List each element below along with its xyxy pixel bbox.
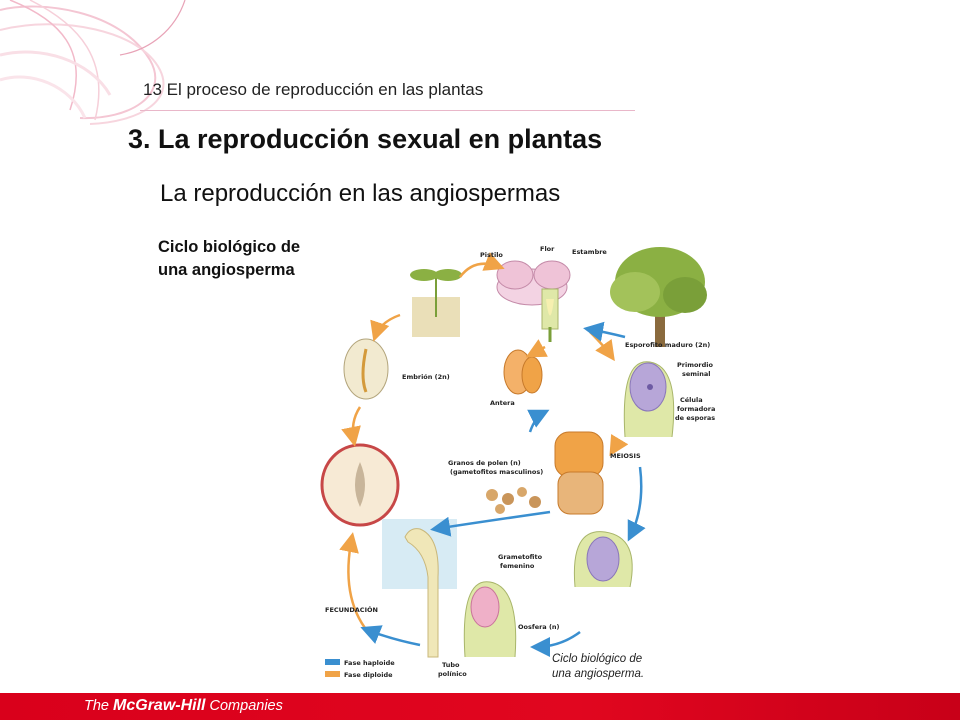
label-antera: Antera <box>490 399 515 407</box>
label-tubo-1: Tubo <box>442 661 460 669</box>
label-primordio-2: seminal <box>682 370 711 378</box>
label-granos-1: Granos de polen (n) <box>448 459 521 467</box>
apple-illustration <box>320 443 400 527</box>
label-celula-2: formadora <box>677 405 715 413</box>
label-oosfera: Oosfera (n) <box>518 623 560 631</box>
section-title: 3. La reproducción sexual en plantas <box>128 124 603 154</box>
figure-label-line1: Ciclo biológico de <box>158 238 301 256</box>
figure-label: Ciclo biológico de una angiosperma <box>158 236 338 282</box>
figure-caption-line2: una angiosperma. <box>552 668 645 680</box>
label-esporofito: Esporofito maduro (2n) <box>625 341 710 349</box>
label-embrion: Embrión (2n) <box>402 373 450 381</box>
label-estambre: Estambre <box>572 248 607 256</box>
label-gametofito-1: Grametofito <box>498 553 543 561</box>
label-tubo-2: polínico <box>438 670 467 678</box>
legend-diploid-swatch <box>325 671 340 677</box>
brand-main: McGraw-Hill <box>113 697 206 714</box>
seed-embryo-illustration <box>343 338 389 400</box>
label-flor: Flor <box>540 245 555 253</box>
figure-caption: Ciclo biológico de una angiosperma. <box>552 652 644 682</box>
female-gametophyte-illustration <box>573 531 633 588</box>
angiosperm-life-cycle-diagram: Pistilo Flor Estambre Esporofito maduro … <box>320 237 720 687</box>
decorative-swirl <box>0 0 186 125</box>
label-meiosis: MEIOSIS <box>610 452 641 460</box>
label-celula-3: de esporas <box>675 414 715 422</box>
subsection-title: La reproducción en las angiospermas <box>160 180 561 207</box>
legend-haploid-label: Fase haploide <box>344 659 395 667</box>
label-fecundacion: FECUNDACIÓN <box>325 605 378 614</box>
anther-illustration <box>503 349 543 395</box>
pollen-sacs-illustration <box>554 431 604 515</box>
legend-diploid-label: Fase diploide <box>344 671 393 679</box>
label-celula-1: Célula <box>680 396 703 404</box>
tree-illustration <box>610 247 707 347</box>
phase-legend: Fase haploide Fase diploide <box>325 659 395 679</box>
figure-label-line2: una angiosperma <box>158 261 295 279</box>
brand-suffix: Companies <box>205 698 283 714</box>
label-primordio-1: Primordio <box>677 361 714 369</box>
cycle-arrows-diploid <box>339 252 629 633</box>
cycle-arrows-haploid <box>360 321 646 657</box>
chapter-title: 13 El proceso de reproducción en las pla… <box>143 80 484 99</box>
figure-caption-line1: Ciclo biológico de <box>552 653 643 665</box>
label-pistilo: Pistilo <box>480 251 503 259</box>
chapter-divider <box>140 110 635 111</box>
label-granos-2: (gametofitos masculinos) <box>450 468 543 476</box>
label-gametofito-2: femenino <box>500 562 535 570</box>
flower-illustration <box>496 260 571 342</box>
ovule-primordium-illustration <box>623 361 675 438</box>
publisher-logo: The McGraw-Hill Companies <box>84 697 283 715</box>
pollen-grains-illustration <box>486 487 541 514</box>
seedling-illustration <box>410 269 462 337</box>
footer-bar: The McGraw-Hill Companies <box>0 693 960 720</box>
brand-prefix: The <box>84 698 114 714</box>
legend-haploid-swatch <box>325 659 340 665</box>
